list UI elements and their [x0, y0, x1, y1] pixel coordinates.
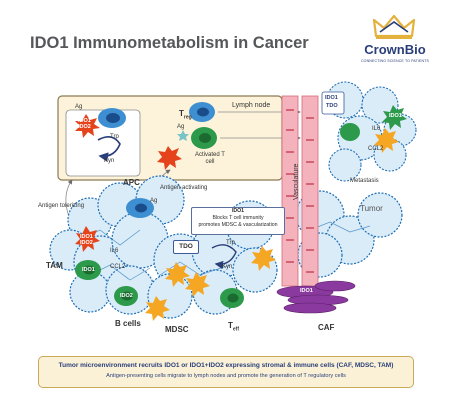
tumor-il6-label: IL6: [110, 248, 119, 254]
vasculature-label: Vasculature: [293, 163, 300, 200]
metastasis-cell-ido1-label: IDO1: [389, 113, 402, 119]
metastasis-green-star: [382, 105, 407, 130]
mdsc-star-3: [145, 296, 170, 321]
ido-star-tam: [75, 226, 100, 252]
antigen-tolerizing-label: Antigen tolerizing: [38, 203, 85, 209]
tdo-box: TDO: [173, 240, 199, 254]
lymph-node-label: Lymph node: [232, 102, 271, 109]
metastasis-orange-star: [374, 128, 399, 153]
page-title: IDO1 Immunometabolism in Cancer: [30, 34, 309, 52]
vasculature-left: [281, 95, 299, 287]
ido1-callout: IDO1 Blocks T cell immunity promotes MDS…: [191, 207, 285, 235]
callout-line-3: promotes MDSC & vascularization: [198, 221, 278, 228]
tam-nucleus: [83, 265, 95, 275]
logo-name: CrownBio: [364, 42, 426, 57]
tumor-label: Tumor: [360, 204, 383, 213]
metastasis-ccl2-label: CCL2: [368, 146, 384, 152]
metastasis-tdo-label: TDO: [326, 103, 338, 109]
treg-nucleus: [197, 107, 209, 117]
antigen-activating-label: Antigen activating: [160, 185, 208, 191]
red-star-activated: [157, 146, 182, 170]
metastasis-label: Metastasis: [350, 178, 379, 184]
treg-label: Treg: [179, 109, 192, 121]
caf-ido1-label: IDO1: [300, 288, 313, 294]
vessel-cells: [286, 109, 314, 273]
lymph-trp-label: Trp: [110, 134, 119, 140]
teff-nucleus: [227, 293, 239, 303]
callout-line-2: Blocks T cell immunity: [212, 214, 264, 221]
lymph-ag2-label: Ag: [177, 124, 185, 130]
apc-nucleus-tumor: [135, 203, 147, 213]
tumor-ccl2-label: CCL2: [110, 264, 126, 270]
footer-line-2: Antigen-presenting cells migrate to lymp…: [106, 373, 346, 379]
trp-kyn-cycle-tumor: [211, 244, 237, 270]
metastasis-il6-label: IL6: [372, 126, 381, 132]
logo-tagline: CONNECTING SCIENCE TO PATIENTS: [360, 59, 430, 63]
metastasis-ido-box: [321, 91, 345, 115]
tam-ido1-label: IDO1: [82, 267, 95, 273]
metastasis-ido1-label: IDO1: [325, 95, 338, 101]
callout-line-1: IDO1: [231, 208, 245, 214]
mdsc-label: MDSC: [165, 325, 189, 334]
lymph-ido2-label: IDO2: [78, 124, 91, 130]
metastasis-green-cell: [340, 123, 360, 141]
footer-caption: Tumor microenvironment recruits IDO1 or …: [38, 356, 414, 388]
lymph-ag-label: Ag: [75, 104, 83, 110]
vasculature-right: [301, 95, 319, 287]
tam-label: TAM: [46, 261, 63, 270]
tumor-kyn-label: Kyn: [222, 264, 233, 270]
caf-cells: [276, 280, 356, 314]
apc-nucleus-lymph: [106, 113, 120, 123]
ido-star-lymph: [75, 114, 100, 138]
tumor-trp-label: Trp: [226, 240, 235, 246]
teff-label: Teff: [228, 321, 240, 333]
apc-label: APC: [123, 178, 140, 187]
trp-kyn-cycle-lymph: [97, 136, 121, 162]
tumor-ido1-label: IDO1: [80, 234, 93, 240]
footer-line-1: Tumor microenvironment recruits IDO1 or …: [58, 362, 394, 369]
mdsc-star-2: [185, 272, 210, 297]
ido2-b-nucleus: [121, 291, 133, 301]
activated-t-cell-label: Activated T cell: [195, 152, 225, 165]
activated-t-nucleus: [199, 133, 211, 143]
caf-label: CAF: [318, 323, 335, 332]
lymph-kyn-label: Kyn: [104, 158, 115, 164]
mdsc-star-1: [165, 262, 190, 287]
crown-icon: [372, 14, 416, 39]
ag-star-lymph: [177, 130, 189, 141]
tumor-ido2-label: IDO2: [80, 240, 93, 246]
b-cell-ido2-label: IDO2: [120, 293, 133, 299]
tumor-ag-label: Ag: [150, 198, 158, 204]
crownbio-logo: CrownBio CONNECTING SCIENCE TO PATIENTS: [356, 14, 434, 74]
b-cells-label: B cells: [115, 319, 141, 328]
lymph-ido1-label: IDO1: [78, 118, 91, 124]
mdsc-star-4: [251, 246, 276, 271]
